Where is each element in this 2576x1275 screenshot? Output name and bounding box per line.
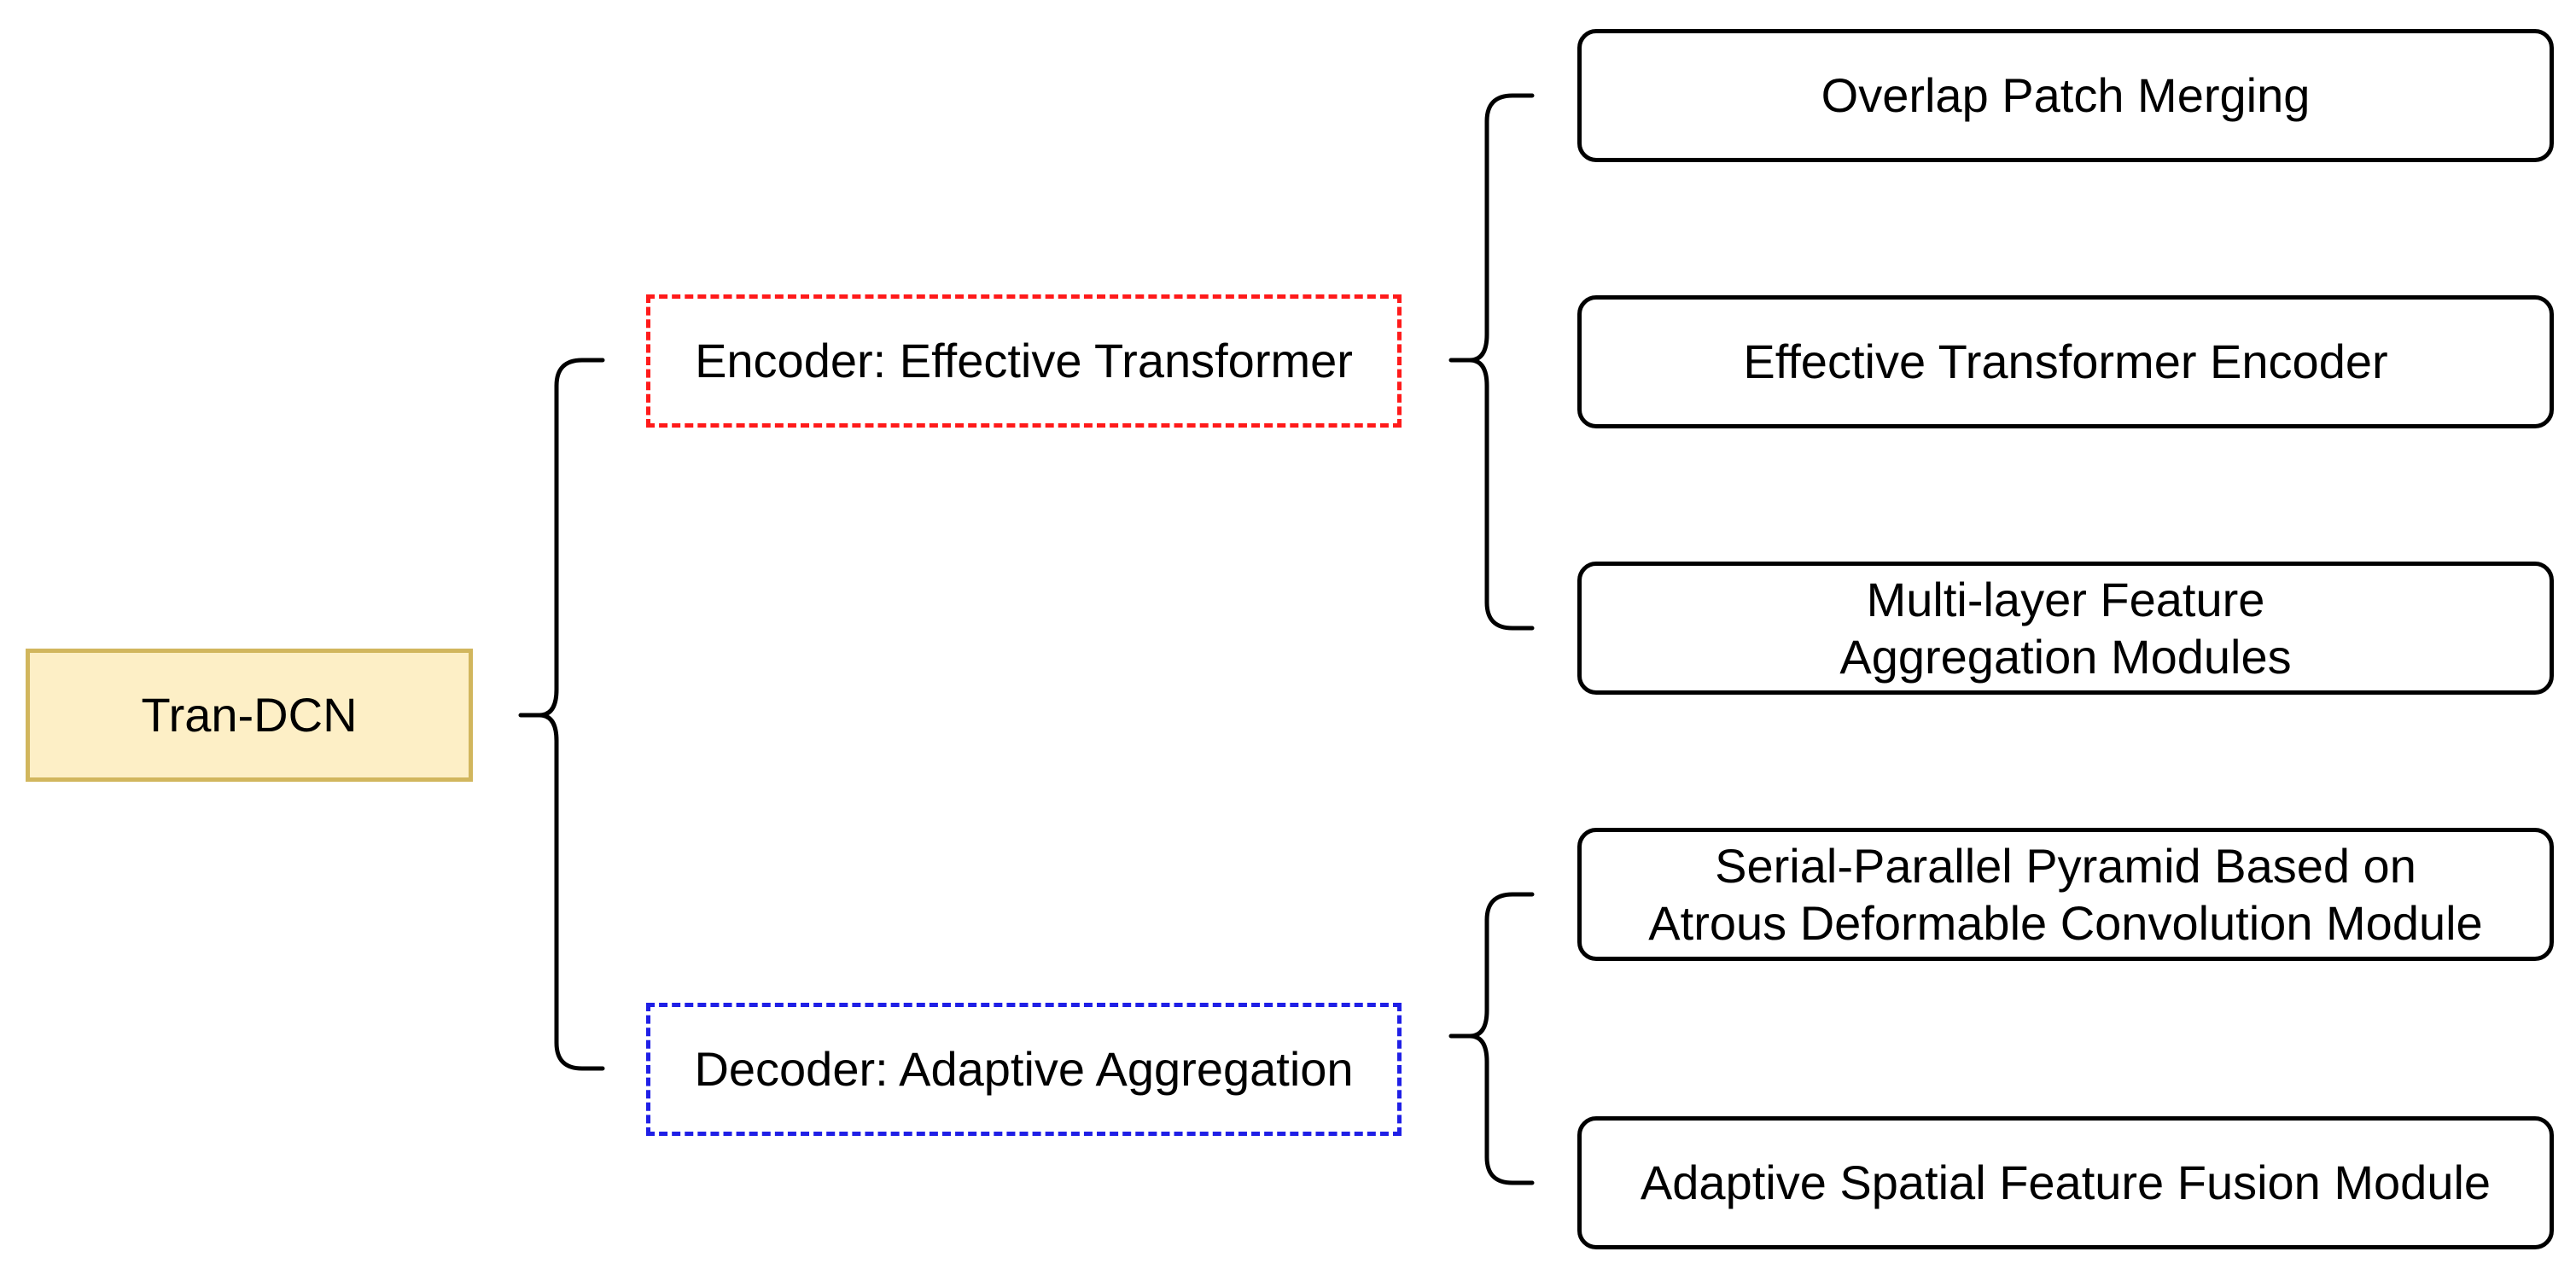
- module-label: Multi-layer Feature Aggregation Modules: [1839, 572, 2292, 684]
- encoder-brace: [1448, 93, 1535, 363]
- module-effective-transformer-encoder: Effective Transformer Encoder: [1577, 295, 2554, 428]
- decoder-brace-lower: [1467, 1033, 1535, 1185]
- module-label: Effective Transformer Encoder: [1743, 335, 2388, 389]
- module-overlap-patch-merging: Overlap Patch Merging: [1577, 29, 2554, 162]
- root-label: Tran-DCN: [141, 688, 358, 742]
- module-label: Serial-Parallel Pyramid Based on Atrous …: [1648, 838, 2483, 950]
- encoder-node: Encoder: Effective Transformer: [646, 294, 1402, 428]
- root-brace: [518, 358, 605, 718]
- root-node-tran-dcn: Tran-DCN: [26, 649, 473, 782]
- module-label: Adaptive Spatial Feature Fusion Module: [1640, 1156, 2491, 1210]
- root-brace-lower: [537, 713, 605, 1071]
- module-label: Overlap Patch Merging: [1821, 68, 2311, 123]
- decoder-label: Decoder: Adaptive Aggregation: [694, 1042, 1354, 1097]
- encoder-brace-lower: [1467, 358, 1535, 631]
- decoder-brace: [1448, 892, 1535, 1039]
- module-serial-parallel-pyramid: Serial-Parallel Pyramid Based on Atrous …: [1577, 828, 2554, 961]
- encoder-label: Encoder: Effective Transformer: [695, 334, 1353, 388]
- module-multi-layer-feature-aggregation: Multi-layer Feature Aggregation Modules: [1577, 562, 2554, 695]
- module-adaptive-spatial-feature-fusion: Adaptive Spatial Feature Fusion Module: [1577, 1116, 2554, 1249]
- decoder-node: Decoder: Adaptive Aggregation: [646, 1003, 1402, 1136]
